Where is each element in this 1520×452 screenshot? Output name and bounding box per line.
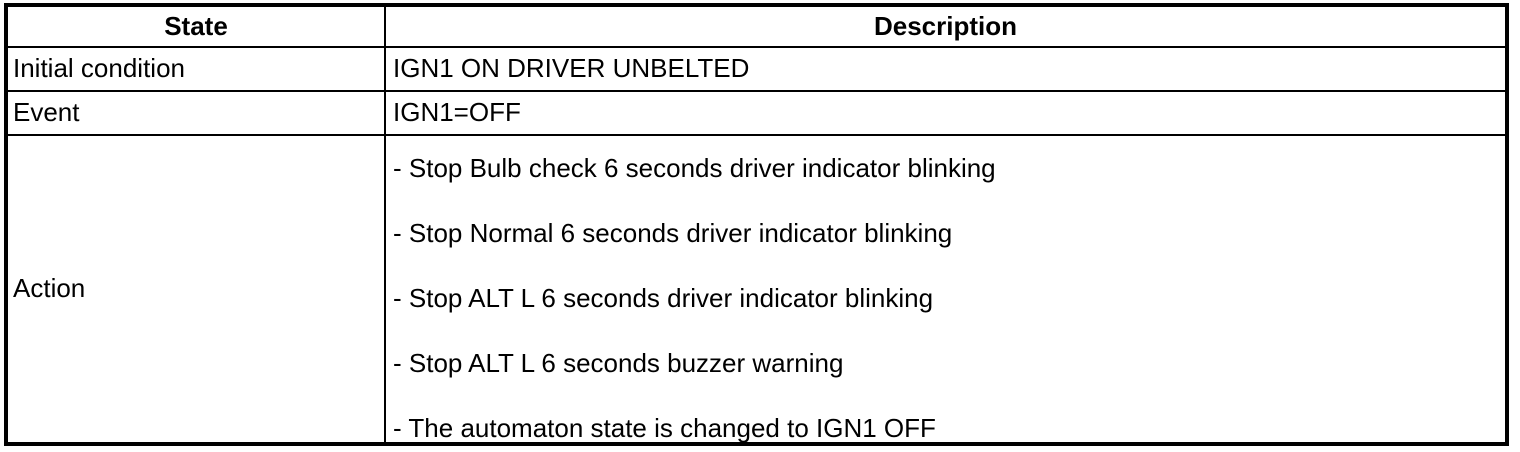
action-item: - Stop ALT L 6 seconds buzzer warning <box>393 348 844 378</box>
action-item: - Stop Bulb check 6 seconds driver indic… <box>393 153 996 183</box>
event-value: IGN1=OFF <box>384 90 1508 136</box>
initial-condition-label: Initial condition <box>5 46 386 92</box>
table-row-event: Event IGN1=OFF <box>5 90 1508 136</box>
table-row-action: Action - Stop Bulb check 6 seconds drive… <box>5 134 1508 445</box>
state-description-table: State Description Initial condition IGN1… <box>4 3 1509 446</box>
action-item: - The automaton state is changed to IGN1… <box>393 413 936 443</box>
action-item: - Stop ALT L 6 seconds driver indicator … <box>393 283 934 313</box>
column-header-state: State <box>5 4 386 48</box>
action-item: - Stop Normal 6 seconds driver indicator… <box>393 218 953 248</box>
initial-condition-value: IGN1 ON DRIVER UNBELTED <box>384 46 1508 92</box>
action-label: Action <box>5 134 386 445</box>
table-row-initial-condition: Initial condition IGN1 ON DRIVER UNBELTE… <box>5 46 1508 92</box>
event-label: Event <box>5 90 386 136</box>
action-items-cell: - Stop Bulb check 6 seconds driver indic… <box>384 134 1508 445</box>
table-header-row: State Description <box>5 4 1508 48</box>
column-header-description: Description <box>384 4 1508 48</box>
